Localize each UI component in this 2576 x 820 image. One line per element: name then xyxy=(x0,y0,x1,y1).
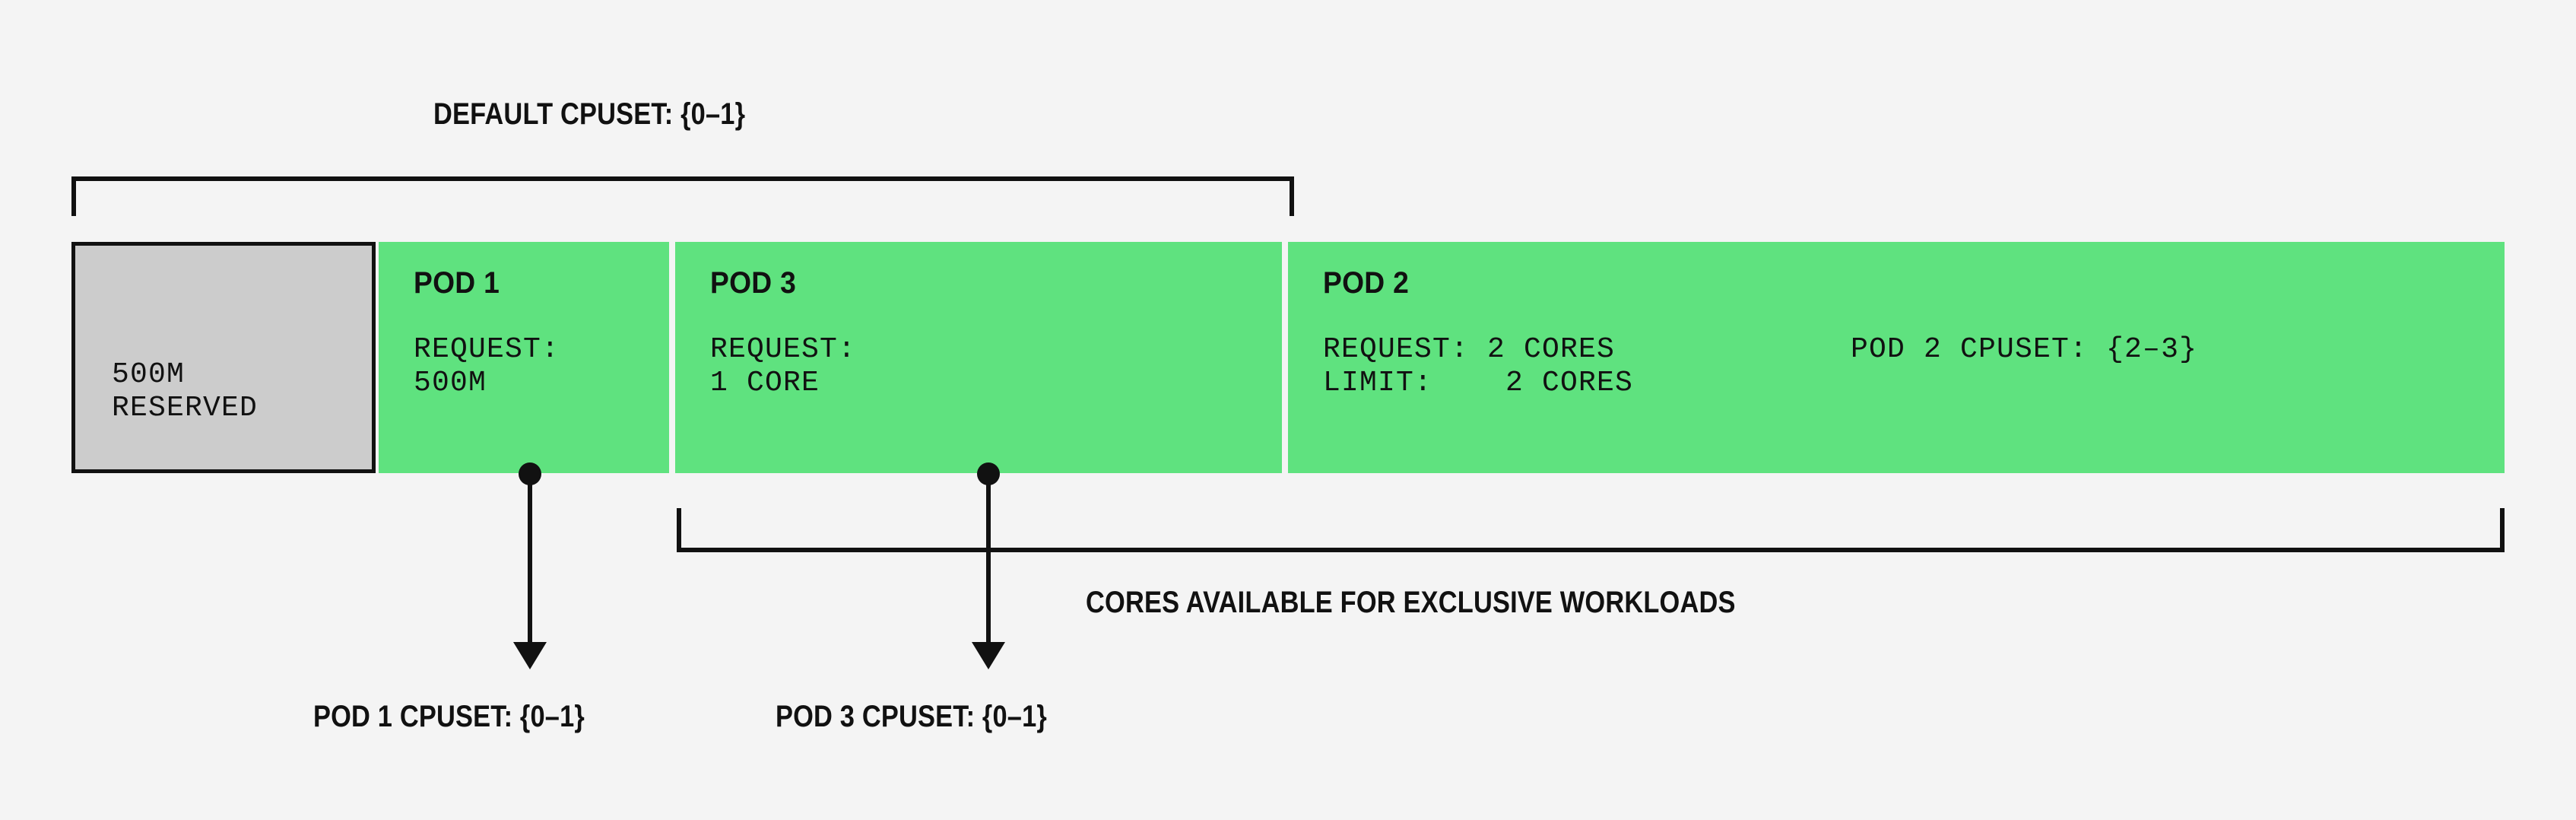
pod-3-body: REQUEST: 1 CORE xyxy=(710,333,857,399)
reserved-cell: 500M RESERVED xyxy=(71,242,376,473)
top-bracket-horizontal-line xyxy=(71,176,1294,181)
top-bracket-left-tick xyxy=(71,176,76,216)
bottom-bracket-horizontal-line xyxy=(677,548,2505,552)
pod-3-cpuset-callout-label: POD 3 CPUSET: {0–1} xyxy=(776,700,1047,733)
top-bracket-right-tick xyxy=(1290,176,1294,216)
bottom-bracket-right-tick xyxy=(2500,508,2505,552)
pod-3-callout-arrow-icon xyxy=(972,642,1005,669)
pod-2-cpuset-label: POD 2 CPUSET: {2–3} xyxy=(1851,333,2198,366)
pod-1-title: POD 1 xyxy=(414,266,500,300)
pod-1-cell: POD 1 REQUEST: 500M xyxy=(379,242,675,473)
pod-1-callout-arrow-icon xyxy=(513,642,547,669)
node-capacity-bar: 500M RESERVED POD 1 REQUEST: 500M POD 3 … xyxy=(71,242,2505,473)
pod-2-title: POD 2 xyxy=(1323,266,1410,300)
default-cpuset-label: DEFAULT CPUSET: {0–1} xyxy=(433,97,746,131)
bottom-bracket-left-tick xyxy=(677,508,681,552)
pod-1-body: REQUEST: 500M xyxy=(414,333,560,399)
pod-3-title: POD 3 xyxy=(710,266,797,300)
pod-1-callout-stem xyxy=(528,472,532,644)
pod-2-cell: POD 2 REQUEST: 2 CORES LIMIT: 2 CORES PO… xyxy=(1288,242,2505,473)
cores-available-label: CORES AVAILABLE FOR EXCLUSIVE WORKLOADS xyxy=(1086,586,1736,619)
divider-pod1-pod3 xyxy=(669,242,675,473)
pod-2-body: REQUEST: 2 CORES LIMIT: 2 CORES xyxy=(1323,333,1634,399)
reserved-cell-text: 500M RESERVED xyxy=(112,358,259,424)
pod-1-cpuset-callout-label: POD 1 CPUSET: {0–1} xyxy=(313,700,585,733)
divider-pod3-pod2 xyxy=(1282,242,1288,473)
pod-3-cell: POD 3 REQUEST: 1 CORE xyxy=(675,242,1283,473)
pod-3-callout-stem xyxy=(986,472,991,644)
